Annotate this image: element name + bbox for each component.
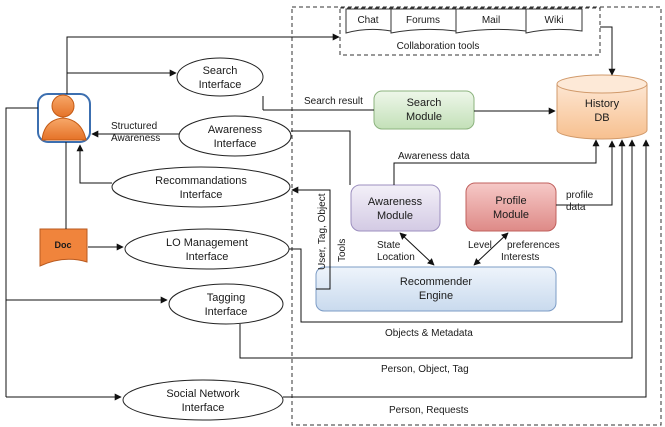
user-icon (37, 93, 91, 143)
connector-recommender-recommendations (291, 186, 331, 290)
connector-user-left-bus (5, 107, 38, 397)
label-structured: Structured (111, 121, 157, 132)
search-module: Search Module (373, 90, 475, 130)
search-interface: Search Interface (176, 57, 264, 97)
connector-recommendations-user (76, 144, 112, 184)
connector-collaboration-history (600, 26, 616, 76)
connector-person-requests (283, 139, 650, 398)
label-profile: profile (566, 190, 594, 201)
connector-person-object-tag (239, 139, 636, 359)
social-network-interface: Social Network Interface (122, 379, 284, 421)
tagging-interface-line1: Tagging (207, 292, 246, 304)
awareness-module-line2: Module (377, 210, 413, 222)
system-boundary (291, 6, 662, 426)
search-module-line1: Search (407, 97, 442, 109)
label-interests: Interests (501, 252, 539, 263)
recommendations-interface: Recommandations Interface (111, 166, 291, 208)
connector-user-collaboration (66, 33, 340, 94)
connector-profile-recommender (473, 232, 509, 266)
profile-module-line1: Profile (495, 195, 526, 207)
awareness-module-line1: Awareness (368, 196, 423, 208)
doc-icon: Doc (39, 228, 88, 267)
label-tools: Tools (337, 239, 348, 262)
connector-user-search-interface (66, 69, 177, 94)
label-level: Level (468, 240, 492, 251)
tool-wiki-label: Wiki (545, 15, 564, 26)
recommender-engine-line1: Recommender (400, 276, 472, 288)
recommender-engine: Recommender Engine (315, 266, 557, 312)
recommendations-interface-line1: Recommandations (155, 175, 247, 187)
connector-awareness-data (393, 139, 600, 185)
recommender-engine-line2: Engine (419, 290, 453, 302)
lo-management-interface-line1: LO Management (166, 237, 248, 249)
connector-objects-metadata (289, 139, 626, 323)
search-module-line2: Module (406, 111, 442, 123)
collaboration-tools-caption: Collaboration tools (397, 41, 480, 52)
social-network-interface-line1: Social Network (166, 388, 240, 400)
connector-awareness-recommender (399, 232, 435, 266)
connector-profile-data (556, 140, 616, 206)
recommendations-interface-line2: Interface (180, 189, 223, 201)
search-interface-line2: Interface (199, 79, 242, 91)
collaboration-tools-boundary (339, 7, 601, 56)
label-data: data (566, 202, 586, 213)
tagging-interface: Tagging Interface (168, 283, 284, 325)
label-search-result: Search result (304, 96, 363, 107)
label-objects-metadata: Objects & Metadata (385, 328, 473, 339)
awareness-interface-line2: Interface (214, 138, 257, 150)
lo-management-interface-line2: Interface (186, 251, 229, 263)
tool-mail-label: Mail (482, 15, 500, 26)
lo-management-interface: LO Management Interface (124, 228, 290, 270)
history-db-line1: History (585, 98, 620, 110)
label-awareness: Awareness (111, 133, 160, 144)
collaboration-tools-group: Chat Forums Mail Wiki Collaboration tool… (339, 7, 601, 56)
label-state: State (377, 240, 401, 251)
social-network-interface-line2: Interface (182, 402, 225, 414)
label-person-object-tag: Person, Object, Tag (381, 364, 469, 375)
awareness-interface: Awareness Interface (178, 115, 292, 157)
profile-module-line2: Module (493, 209, 529, 221)
profile-module: Profile Module (465, 182, 557, 232)
tool-forums-label: Forums (406, 15, 440, 26)
tool-wiki-shape (525, 8, 583, 34)
history-db-line2: DB (594, 112, 609, 124)
doc-label: Doc (54, 240, 71, 250)
tagging-interface-line2: Interface (205, 306, 248, 318)
label-preferences: preferences (507, 240, 560, 251)
search-interface-line1: Search (203, 65, 238, 77)
tool-chat-label: Chat (357, 15, 378, 26)
label-user-tag-object: User, Tag, Object (317, 193, 328, 270)
connector-awareness-interface-module (291, 130, 351, 185)
label-location: Location (377, 252, 415, 263)
awareness-interface-line1: Awareness (208, 124, 263, 136)
awareness-module: Awareness Module (350, 184, 441, 232)
history-db: History DB (556, 74, 648, 140)
label-awareness-data: Awareness data (398, 151, 470, 162)
label-person-requests: Person, Requests (389, 405, 469, 416)
